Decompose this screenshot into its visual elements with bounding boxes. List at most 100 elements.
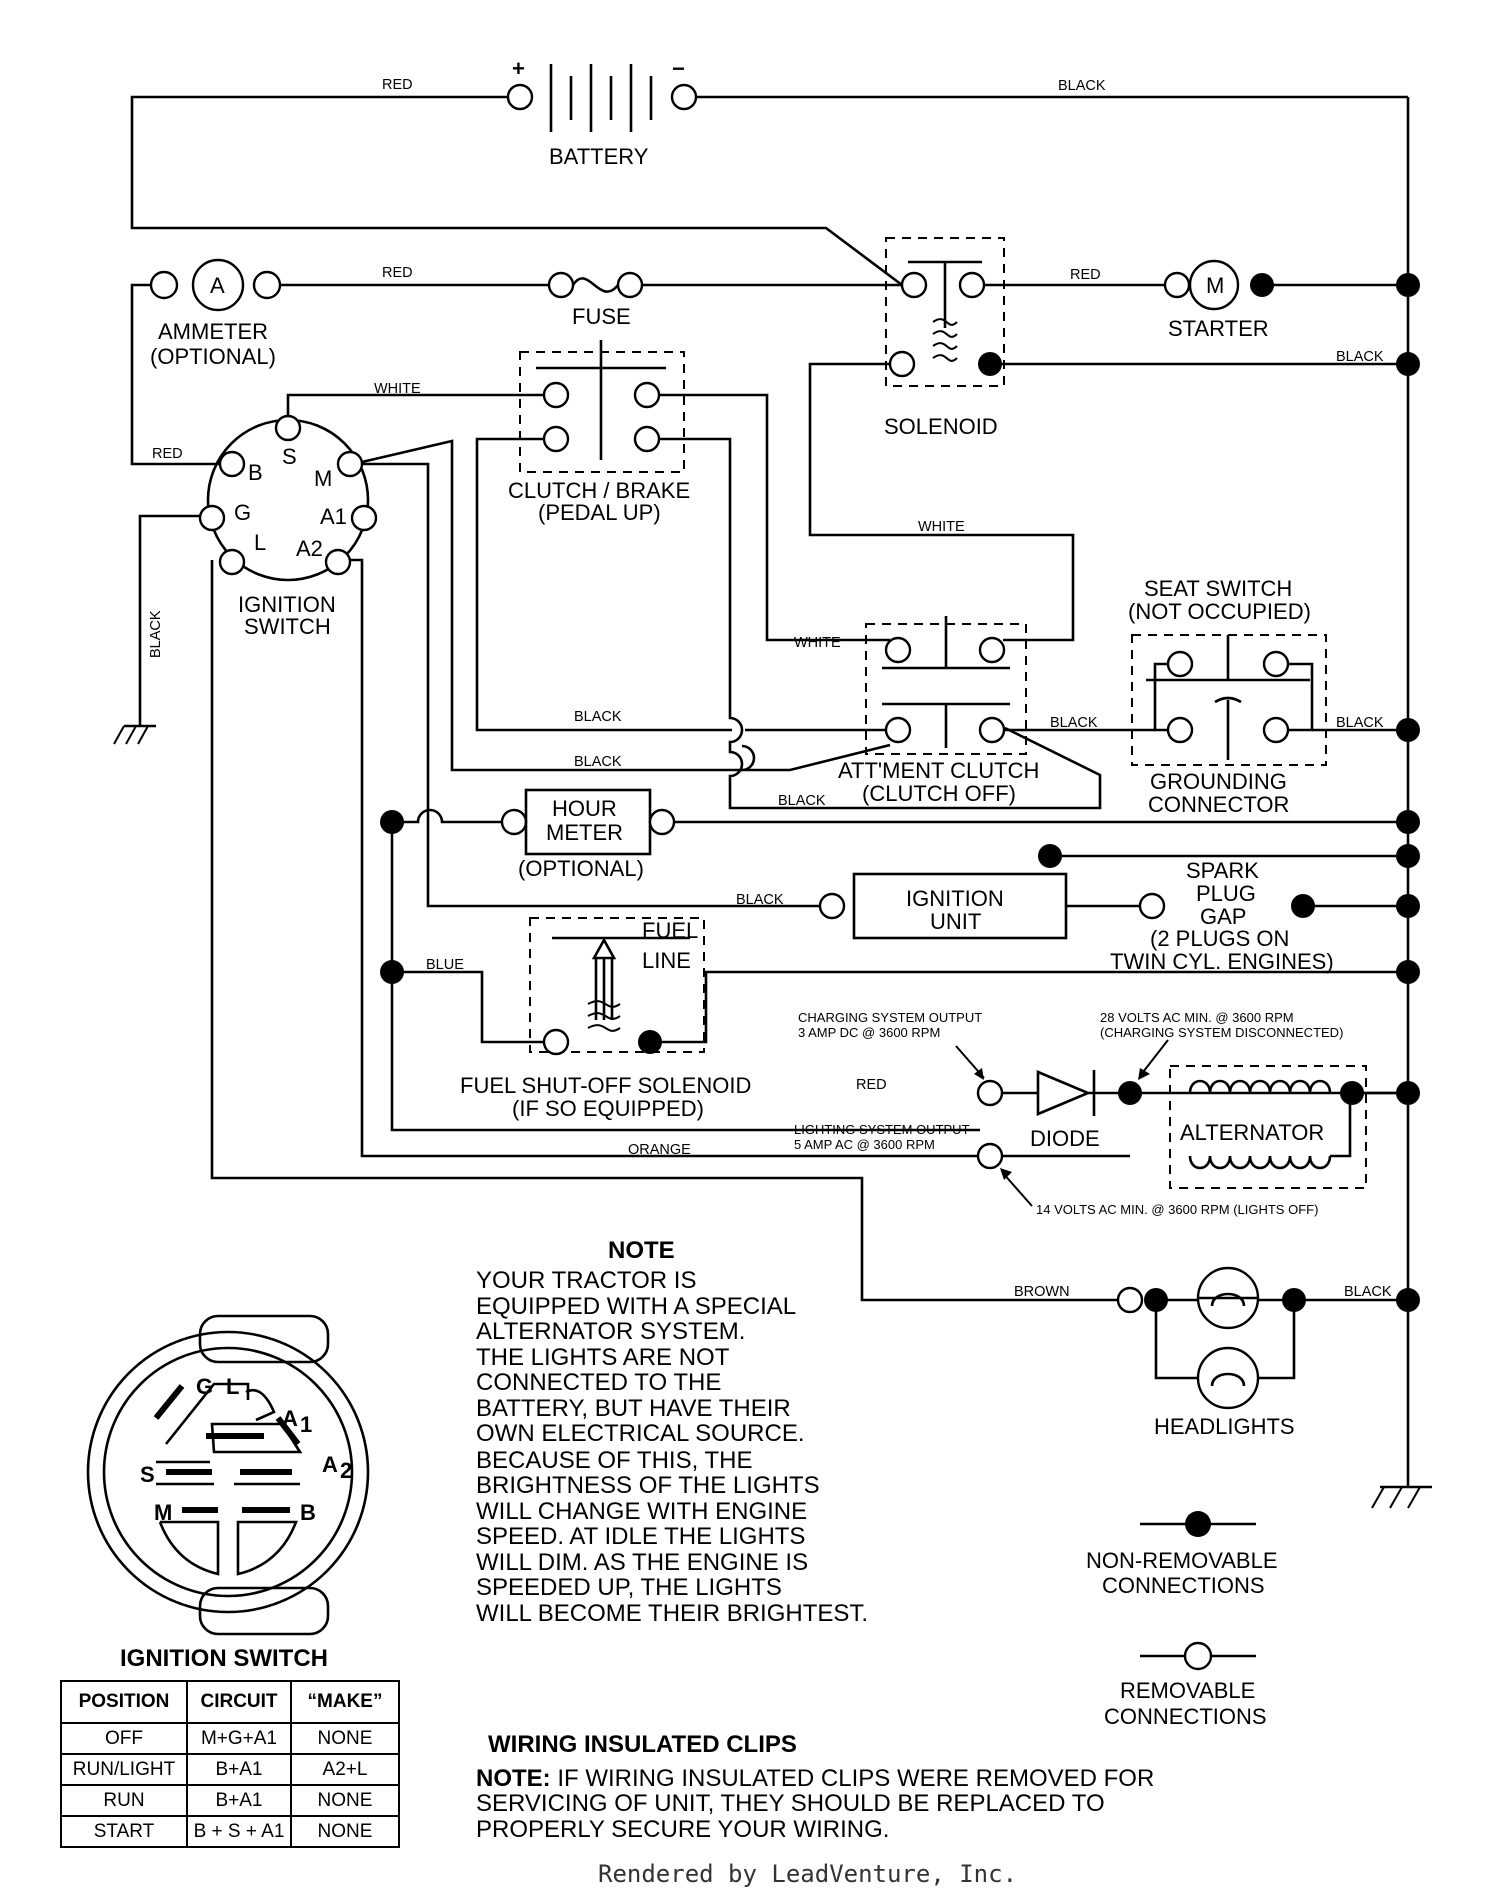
table-row: OFF M+G+A1 NONE [60,1722,400,1755]
note-line: THE LIGHTS ARE NOT [476,1344,730,1371]
legend-removable-1: REMOVABLE [1120,1678,1255,1703]
wire-label-black: BLACK [1050,715,1098,731]
note-block: NOTE YOUR TRACTOR IS EQUIPPED WITH A SPE… [476,1237,868,1627]
cell-make: A2+L [290,1753,400,1786]
header-make: “MAKE” [290,1680,400,1724]
ignition-switch-connector [198,414,378,582]
clips-line-1-text: IF WIRING INSULATED CLIPS WERE REMOVED F… [551,1765,1155,1792]
cell-make: NONE [290,1815,400,1848]
ammeter-optional: (OPTIONAL) [150,344,276,369]
spark-label-2: PLUG [1196,881,1256,906]
ammeter-label: AMMETER [158,319,268,344]
headlights-label: HEADLIGHTS [1154,1414,1295,1439]
diode-label: DIODE [1030,1126,1100,1151]
ignition-unit-label-2: UNIT [930,909,981,934]
note-line: EQUIPPED WITH A SPECIAL [476,1293,796,1320]
wire-label-white: WHITE [374,381,421,397]
face-G: G [196,1374,213,1399]
solid-junctions [380,273,1420,1312]
table-row: RUN/LIGHT B+A1 A2+L [60,1753,400,1786]
diode-symbol [1036,1070,1096,1116]
note-title: NOTE [608,1237,675,1264]
ignition-unit [818,872,1068,940]
spark-label-4: (2 PLUGS ON [1150,926,1289,951]
footer-credit: Rendered by LeadVenture, Inc. [598,1860,1017,1888]
wire-label-red: RED [1070,267,1101,283]
cell-position: START [60,1815,188,1848]
pin-G: G [234,500,251,525]
hour-meter-label-1: HOUR [552,796,617,821]
clips-title: WIRING INSULATED CLIPS [488,1731,797,1758]
clips-note: WIRING INSULATED CLIPS NOTE: IF WIRING I… [476,1731,1154,1843]
grounding-label: GROUNDING [1150,769,1287,794]
fuel-solenoid-label: FUEL SHUT-OFF SOLENOID [460,1073,751,1098]
lighting-spec-2: 5 AMP AC @ 3600 RPM [794,1137,935,1152]
ground-symbol-right [1371,1485,1432,1509]
clutch-brake-label: CLUTCH / BRAKE [508,478,690,503]
attachment-clutch-switch [865,616,1027,755]
note-line: WILL CHANGE WITH ENGINE [476,1498,807,1525]
spark-plug-gap [1138,892,1166,920]
clips-note-label: NOTE: [476,1765,551,1792]
wire-label-red: RED [382,77,413,93]
wire-label-black: BLACK [1336,715,1384,731]
header-position: POSITION [60,1680,188,1724]
charging-spec-1: CHARGING SYSTEM OUTPUT [798,1010,982,1025]
starter-label: STARTER [1168,316,1269,341]
wire-label-black: BLACK [574,754,622,770]
hour-meter-optional: (OPTIONAL) [518,856,644,881]
legend-markers [1140,1511,1256,1671]
face-S: S [140,1462,155,1487]
table-header-row: POSITION CIRCUIT “MAKE” [60,1680,400,1724]
spark-label-3: GAP [1200,904,1246,929]
ignition-table-title: IGNITION SWITCH [120,1645,328,1672]
cell-position: RUN [60,1784,188,1817]
fuel-shutoff-solenoid [529,917,705,1056]
note-line: WILL DIM. AS THE ENGINE IS [476,1549,808,1576]
wire-label-red: RED [856,1077,887,1093]
fuel-solenoid-sublabel: (IF SO EQUIPPED) [512,1096,704,1121]
cell-circuit: M+G+A1 [186,1722,292,1755]
volts28-spec-1: 28 VOLTS AC MIN. @ 3600 RPM [1100,1010,1294,1025]
ignition-table: POSITION CIRCUIT “MAKE” OFF M+G+A1 NONE … [60,1680,400,1848]
hour-meter [500,788,676,856]
spec-labels: CHARGING SYSTEM OUTPUT 3 AMP DC @ 3600 R… [794,1010,1343,1217]
ammeter-symbol [149,258,282,312]
starter-symbol-label: M [1206,273,1224,298]
alternator-label: ALTERNATOR [1180,1120,1324,1145]
note-line: SPEEDED UP, THE LIGHTS [476,1574,782,1601]
switch-face-labels: G L A 1 A 2 S M B [140,1374,352,1525]
battery-label: BATTERY [549,144,649,169]
cell-circuit: B + S + A1 [186,1815,292,1848]
alternator [1169,1065,1367,1189]
wire-label-white: WHITE [794,635,841,651]
clutch-brake-switch [519,340,685,473]
ignition-pin-labels: B S M G A1 L A2 [234,444,347,561]
spark-label-1: SPARK [1186,858,1259,883]
svg-text:−: − [672,56,685,81]
wire-label-black: BLACK [778,793,826,809]
wire-label-black: BLACK [1058,78,1106,94]
ignition-switch-sublabel: SWITCH [244,614,331,639]
ignition-unit-label-1: IGNITION [906,886,1004,911]
note-line: OWN ELECTRICAL SOURCE. [476,1420,805,1447]
spark-label-5: TWIN CYL. ENGINES) [1110,949,1334,974]
grounding-sublabel: CONNECTOR [1148,792,1289,817]
solenoid-symbol [885,237,1005,387]
hour-meter-label-2: METER [546,820,623,845]
cell-make: NONE [290,1722,400,1755]
wire-label-red: RED [382,265,413,281]
fuel-line-label-2: LINE [642,948,691,973]
note-line: ALTERNATOR SYSTEM. [476,1318,745,1345]
note-line: SPEED. AT IDLE THE LIGHTS [476,1523,805,1550]
wire-label-white: WHITE [918,519,965,535]
pin-M: M [314,466,332,491]
face-A1-sub: 1 [300,1412,312,1437]
lighting-spec-1: LIGHTING SYSTEM OUTPUT [794,1122,970,1137]
volts14-spec: 14 VOLTS AC MIN. @ 3600 RPM (LIGHTS OFF) [1036,1202,1318,1217]
cell-position: RUN/LIGHT [60,1753,188,1786]
wire-label-red: RED [152,446,183,462]
spec-arrows [955,1039,1169,1207]
note-line: YOUR TRACTOR IS [476,1267,696,1294]
